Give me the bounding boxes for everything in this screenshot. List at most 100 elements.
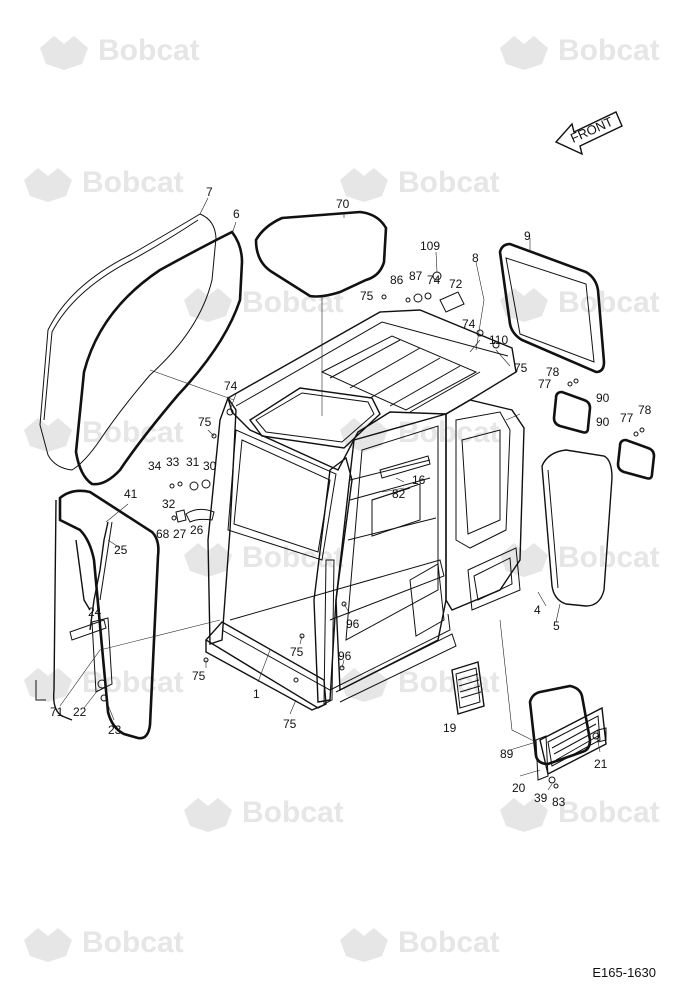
part-callout-label: 77 xyxy=(538,377,552,391)
bobcat-watermark: Bobcat xyxy=(184,796,344,832)
watermark-text: Bobcat xyxy=(398,926,500,959)
part-callout-label: 5 xyxy=(553,619,560,633)
part-callout-label: 33 xyxy=(166,455,180,469)
part-callout-label: 23 xyxy=(108,723,122,737)
watermark-logo-icon xyxy=(40,36,88,70)
watermark-text: Bobcat xyxy=(398,166,500,199)
watermark-text: Bobcat xyxy=(242,796,344,829)
part-5-rear-side-glass xyxy=(541,449,613,607)
bobcat-watermark: Bobcat xyxy=(24,416,184,452)
bobcat-watermark: Bobcat xyxy=(24,926,184,962)
part-callout-label: 30 xyxy=(203,459,217,473)
watermark-text: Bobcat xyxy=(82,416,184,449)
part-callout-label: 77 xyxy=(620,411,634,425)
watermark-text: Bobcat xyxy=(398,666,500,699)
part-callout-label: 86 xyxy=(390,273,404,287)
bobcat-watermark: Bobcat xyxy=(40,34,200,70)
bobcat-watermark: Bobcat xyxy=(24,166,184,202)
part-callout-label: 19 xyxy=(443,721,457,735)
part-callout-label: 110 xyxy=(489,333,508,347)
bobcat-watermark: Bobcat xyxy=(500,796,660,832)
part-callout-label: 22 xyxy=(73,705,87,719)
part-41-door-seal xyxy=(35,489,160,740)
part-9-rear-window xyxy=(498,242,606,374)
bobcat-watermark: Bobcat xyxy=(500,541,660,577)
part-callout-label: 75 xyxy=(198,415,212,429)
part-callout-label: 75 xyxy=(360,289,374,303)
part-callout-label: 34 xyxy=(148,459,162,473)
part-callout-label: 78 xyxy=(638,403,652,417)
part-callout-label: 39 xyxy=(534,791,548,805)
part-callout-label: 82 xyxy=(392,487,406,501)
watermark-logo-icon xyxy=(24,668,72,702)
part-callout-label: 87 xyxy=(409,269,423,283)
watermark-logo-icon xyxy=(500,798,548,832)
part-callout-label: 75 xyxy=(290,645,304,659)
part-callout-label: 24 xyxy=(88,605,102,619)
front-arrow: FRONT xyxy=(554,111,623,156)
part-callout-label: 89 xyxy=(500,747,514,761)
part-callout-label: 20 xyxy=(512,781,526,795)
watermark-text: Bobcat xyxy=(242,541,344,574)
watermark-text: Bobcat xyxy=(242,286,344,319)
part-callout-label: 75 xyxy=(283,717,297,731)
fastener-details xyxy=(169,408,600,740)
watermark-text: Bobcat xyxy=(558,541,660,574)
part-callout-label: 74 xyxy=(224,379,238,393)
part-callout-label: 68 xyxy=(156,527,170,541)
part-callout-label: 90 xyxy=(596,391,610,405)
watermark-logo-icon xyxy=(24,928,72,962)
part-1-cab-frame xyxy=(204,309,525,711)
part-callout-label: 9 xyxy=(524,229,531,243)
part-callout-label: 74 xyxy=(427,273,441,287)
bobcat-watermark: Bobcat xyxy=(340,416,500,452)
part-callout-label: 96 xyxy=(346,617,360,631)
watermark-text: Bobcat xyxy=(82,166,184,199)
part-callout-label: 72 xyxy=(449,277,463,291)
bobcat-watermark: Bobcat xyxy=(500,286,660,322)
bobcat-watermark: Bobcat xyxy=(500,34,660,70)
watermark-logo-icon xyxy=(340,928,388,962)
watermark-text: Bobcat xyxy=(558,796,660,829)
part-callout-label: 25 xyxy=(114,543,128,557)
wiper-assembly xyxy=(69,521,113,702)
part-callout-label: 7 xyxy=(206,185,213,199)
part-callout-label: 41 xyxy=(124,487,138,501)
part-callout-label: 70 xyxy=(336,197,350,211)
bobcat-watermark: Bobcat xyxy=(340,666,500,702)
roof-hardware xyxy=(381,271,500,349)
watermark-logo-icon xyxy=(24,168,72,202)
part-callout-label: 27 xyxy=(173,527,187,541)
part-callout-label: 74 xyxy=(462,317,476,331)
part-callout-label: 1 xyxy=(253,687,260,701)
leader-lines xyxy=(59,197,601,791)
watermark-logo-icon xyxy=(184,288,232,322)
watermark-text: Bobcat xyxy=(558,286,660,319)
part-callout-label: 78 xyxy=(546,365,560,379)
part-callout-label: 90 xyxy=(596,415,610,429)
part-19-filter xyxy=(451,661,485,715)
part-callout-label: 32 xyxy=(162,497,176,511)
bobcat-watermark: Bobcat xyxy=(184,286,344,322)
part-callout-label: 6 xyxy=(233,207,240,221)
watermark-logo-icon xyxy=(24,418,72,452)
part-callout-label: 8 xyxy=(472,251,479,265)
part-callout-label: 75 xyxy=(514,361,528,375)
watermark-logo-icon xyxy=(340,668,388,702)
part-20-access-panel xyxy=(528,684,607,789)
watermark-logo-icon xyxy=(340,168,388,202)
part-callout-label: 26 xyxy=(190,523,204,537)
part-callout-label: 109 xyxy=(420,239,440,253)
watermark-text: Bobcat xyxy=(398,416,500,449)
bobcat-watermark: Bobcat xyxy=(340,166,500,202)
part-6-door-glass xyxy=(74,230,244,486)
part-90-small-windows xyxy=(552,378,656,480)
watermark-text: Bobcat xyxy=(82,926,184,959)
part-callout-label: 31 xyxy=(186,455,200,469)
watermark-logo-icon xyxy=(500,36,548,70)
drawing-code: E165-1630 xyxy=(592,965,656,980)
watermark-logo-icon xyxy=(500,288,548,322)
